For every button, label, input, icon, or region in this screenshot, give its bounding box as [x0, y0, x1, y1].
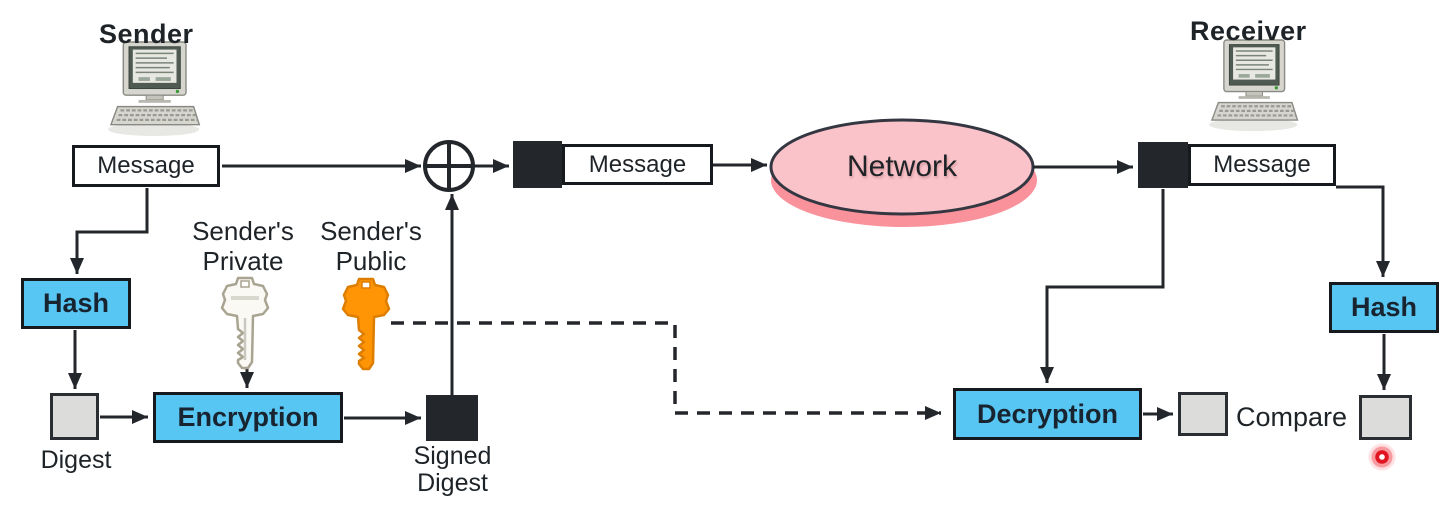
receiver-hash-label: Hash	[1350, 292, 1418, 322]
received-message-box: Message	[1188, 144, 1336, 186]
decryption-label: Decryption	[976, 398, 1119, 429]
sent-message-label: Message	[588, 150, 687, 178]
private-key-caption-line1: Sender's	[192, 216, 294, 246]
private-key-icon	[220, 276, 270, 370]
public-key-caption-line1: Sender's	[320, 216, 422, 246]
compare-box-left	[1178, 392, 1228, 436]
signed-digest-label-line2: Digest	[417, 469, 488, 497]
digest-box	[50, 393, 99, 440]
sender-message-label: Message	[97, 152, 195, 179]
encryption-label: Encryption	[177, 402, 319, 432]
receiver-computer-icon	[1208, 38, 1299, 133]
signed-digest-label: Signed Digest	[400, 443, 505, 497]
compare-label: Compare	[1236, 402, 1348, 432]
sender-message-box: Message	[72, 145, 220, 187]
arrow-received-message-to-decryption	[1040, 189, 1165, 383]
sender-hash-box: Hash	[21, 278, 131, 329]
laser-pointer-dot	[1367, 442, 1397, 472]
encryption-box: Encryption	[153, 392, 343, 443]
receiver-hash-box: Hash	[1329, 282, 1439, 333]
sender-title: Sender	[99, 19, 194, 49]
signed-digest-label-line1: Signed	[413, 442, 492, 470]
compare-box-right	[1359, 395, 1412, 440]
received-message-label: Message	[1213, 151, 1311, 178]
sent-message-box: Message	[562, 144, 713, 185]
private-key-caption: Sender's Private	[183, 216, 303, 276]
arrow-received-message-to-hash	[1336, 185, 1390, 277]
received-signed-digest-segment	[1138, 142, 1188, 188]
sent-signed-digest-segment	[513, 141, 562, 188]
public-key-caption-line2: Public	[335, 246, 407, 276]
private-key-caption-line2: Private	[202, 246, 284, 276]
public-key-icon	[341, 277, 391, 371]
sender-computer-icon	[106, 40, 201, 138]
dashed-public-key-to-decryption	[391, 321, 941, 420]
receiver-title: Receiver	[1190, 16, 1307, 46]
decryption-box: Decryption	[953, 388, 1142, 440]
concatenation-xor-icon	[423, 140, 475, 192]
arrow-message-to-hash	[70, 188, 149, 274]
signed-digest-box	[426, 395, 478, 441]
public-key-caption: Sender's Public	[311, 216, 431, 276]
network-label: Network	[846, 150, 958, 183]
digest-label: Digest	[40, 446, 112, 474]
sender-hash-label: Hash	[42, 288, 110, 318]
